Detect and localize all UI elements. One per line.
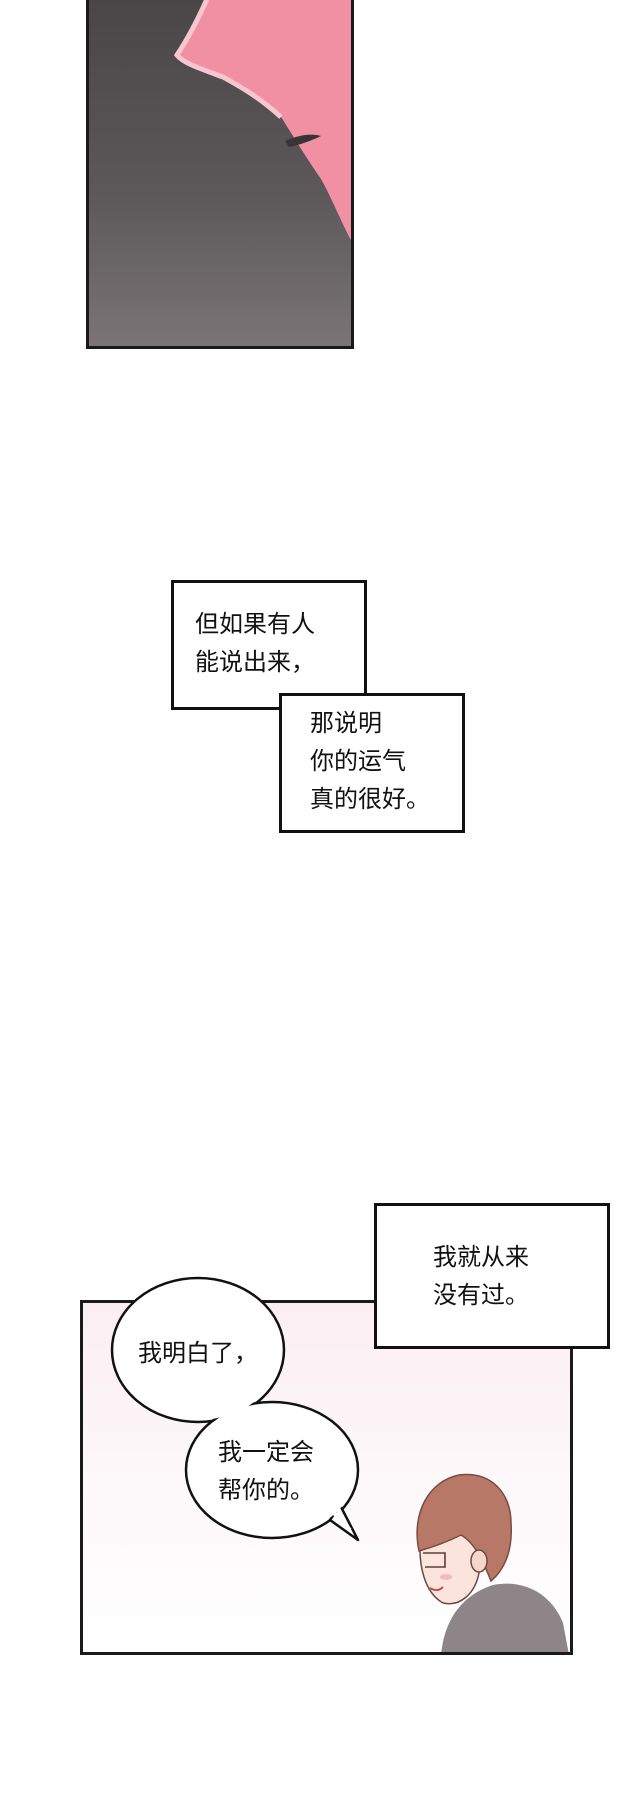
bubble-merge-top bbox=[114, 1280, 282, 1420]
boy-illustration bbox=[416, 1473, 569, 1652]
dark-detail bbox=[285, 134, 321, 147]
pink-shape bbox=[177, 0, 351, 240]
pink-highlight bbox=[173, 0, 283, 119]
comic-panel-top bbox=[86, 0, 354, 349]
pink-figure-illustration bbox=[173, 0, 351, 240]
speech-text-top: 我明白了， bbox=[138, 1339, 258, 1367]
caption-join bbox=[282, 696, 364, 707]
caption-box-third bbox=[374, 1203, 610, 1349]
glasses bbox=[423, 1552, 446, 1568]
caption-text-first: 但如果有人 能说出来， bbox=[195, 610, 315, 676]
caption-text-second: 那说明 你的运气 真的很好。 bbox=[310, 709, 430, 813]
bubble-merge-bottom bbox=[188, 1404, 356, 1536]
caption-box-second bbox=[279, 693, 465, 833]
mouth bbox=[429, 1586, 444, 1592]
blush bbox=[440, 1574, 452, 1580]
ear bbox=[470, 1549, 488, 1573]
speech-text-bottom: 我一定会 帮你的。 bbox=[218, 1438, 314, 1504]
caption-text-third: 我就从来 没有过。 bbox=[433, 1243, 529, 1309]
hair bbox=[416, 1473, 512, 1583]
shirt bbox=[441, 1583, 569, 1652]
caption-box-first bbox=[171, 580, 367, 710]
